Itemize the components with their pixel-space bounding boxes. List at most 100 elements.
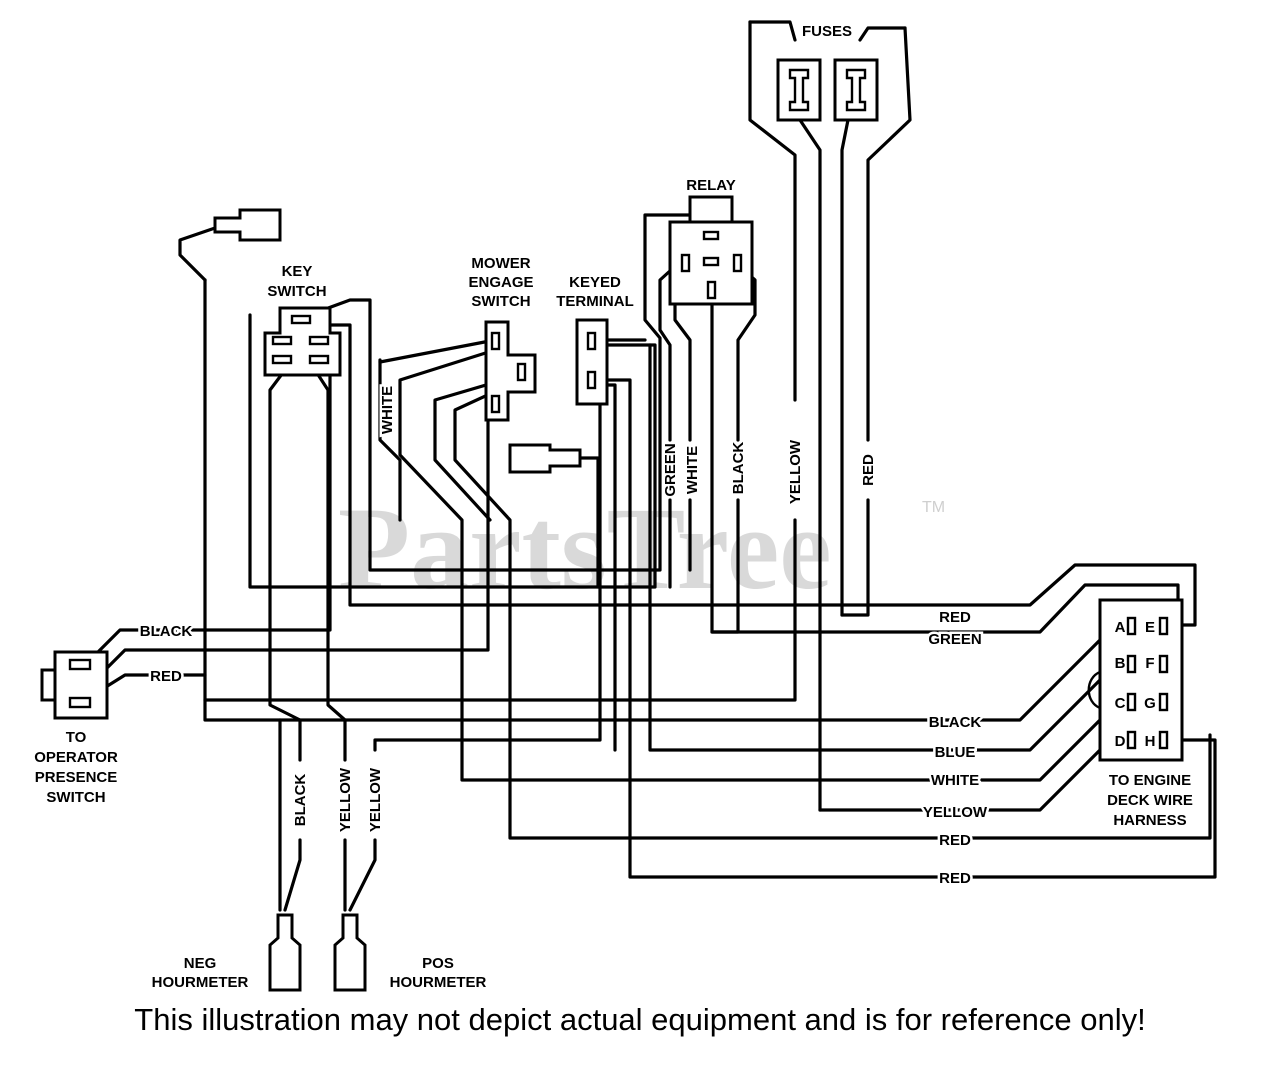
ops-label-2: OPERATOR bbox=[34, 749, 118, 766]
fuses: FUSES bbox=[776, 23, 879, 122]
mower-pin-1 bbox=[490, 331, 501, 351]
neg-hourmeter-label-1: NEG bbox=[184, 955, 217, 972]
key-pin-1 bbox=[290, 314, 312, 325]
harness-label-2: DECK WIRE bbox=[1107, 792, 1193, 809]
harness-key-notch bbox=[1087, 670, 1101, 710]
ops-label-4: SWITCH bbox=[46, 789, 105, 806]
pin-f: F bbox=[1145, 655, 1154, 672]
pin-b: B bbox=[1115, 655, 1126, 672]
key-switch: KEY SWITCH bbox=[263, 263, 342, 377]
spade-connector-mid bbox=[508, 443, 582, 474]
pin-e-socket bbox=[1158, 616, 1169, 636]
relay-pin-right bbox=[732, 253, 743, 273]
spade-connector-top bbox=[213, 208, 282, 242]
relay-label: RELAY bbox=[686, 177, 735, 194]
harness-label-3: HARNESS bbox=[1113, 812, 1186, 829]
harness-label-1: TO ENGINE bbox=[1109, 772, 1191, 789]
pin-b-socket bbox=[1126, 654, 1137, 674]
wire-hm-yellow2-low bbox=[348, 838, 377, 912]
pin-h-socket bbox=[1158, 730, 1169, 750]
label-white-relay: WHITE bbox=[684, 446, 701, 494]
fuse-right-icon bbox=[845, 68, 867, 112]
wire-mower-4 bbox=[453, 378, 1212, 840]
keyed-terminal: KEYED TERMINAL bbox=[556, 274, 634, 406]
pos-hourmeter: POS HOURMETER bbox=[333, 913, 486, 992]
key-pin-3 bbox=[308, 335, 330, 346]
wire-red-fuse bbox=[840, 498, 870, 617]
wire-ops-top bbox=[178, 226, 217, 282]
relay-pin-bottom bbox=[706, 280, 717, 300]
ops-pin-1 bbox=[68, 658, 92, 671]
wire-relay-green bbox=[658, 258, 684, 442]
pin-h: H bbox=[1145, 733, 1156, 750]
watermark: PartsTree TM bbox=[338, 483, 945, 614]
mower-label-2: ENGAGE bbox=[468, 274, 533, 291]
wire-mower-3 bbox=[433, 373, 522, 522]
keyed-terminal-body bbox=[575, 318, 609, 406]
label-h-black: BLACK bbox=[929, 714, 982, 731]
fuse-funnel-left bbox=[748, 20, 797, 402]
wire-hm-yellow2 bbox=[373, 383, 602, 752]
mower-pin-2 bbox=[516, 362, 527, 382]
watermark-tm: TM bbox=[922, 499, 945, 516]
mower-label-1: MOWER bbox=[471, 255, 530, 272]
neg-hourmeter-connector bbox=[268, 913, 302, 992]
wire-keyswitch-left bbox=[248, 313, 657, 589]
mower-label-3: SWITCH bbox=[471, 293, 530, 310]
wire-ops-mid bbox=[103, 388, 490, 672]
key-switch-label-1: KEY bbox=[282, 263, 313, 280]
wire-keyswitch-top bbox=[288, 213, 697, 572]
label-h-blue: BLUE bbox=[935, 744, 976, 761]
wire-mower-1 bbox=[378, 338, 497, 364]
ops-connector-tab bbox=[40, 668, 57, 702]
pin-d-socket bbox=[1126, 730, 1137, 750]
wire-ops-black bbox=[83, 368, 332, 667]
ops-label-1: TO bbox=[66, 729, 87, 746]
fuse-funnel-top-right bbox=[858, 26, 907, 42]
relay-pin-left bbox=[680, 253, 691, 273]
fuse-left-icon bbox=[788, 68, 810, 112]
key-pin-5 bbox=[308, 354, 330, 365]
label-black-relay: BLACK bbox=[730, 442, 747, 495]
label-ops-red: RED bbox=[150, 668, 182, 685]
key-pin-2 bbox=[271, 335, 293, 346]
fuse-wire-inner-left bbox=[798, 118, 822, 812]
label-hm-yellow-1: YELLOW bbox=[337, 767, 354, 832]
wire-hm-yellow bbox=[313, 368, 347, 762]
neg-hourmeter-label-2: HOURMETER bbox=[152, 974, 249, 991]
label-h-red-3: RED bbox=[939, 870, 971, 887]
keyed-pin-2 bbox=[586, 370, 597, 390]
wire-blue bbox=[648, 343, 1102, 752]
label-hm-yellow-2: YELLOW bbox=[367, 767, 384, 832]
keyed-label-1: KEYED bbox=[569, 274, 621, 291]
pin-a: A bbox=[1115, 619, 1126, 636]
engine-deck-harness: A B C D E F G H TO ENGINE DECK WIRE HARN… bbox=[1087, 598, 1193, 829]
label-h-green: GREEN bbox=[928, 631, 981, 648]
label-red-fuse: RED bbox=[860, 454, 877, 486]
wire-mower-2 bbox=[398, 348, 1102, 782]
fuse-wire-inner-right bbox=[840, 118, 850, 617]
wire-yellow-fuse bbox=[203, 278, 797, 702]
wire-hm-black bbox=[268, 368, 302, 762]
wire-black-harness bbox=[203, 638, 1102, 722]
spade-top-body bbox=[213, 208, 282, 242]
label-white-key: WHITE bbox=[379, 386, 396, 434]
neg-hourmeter: NEG HOURMETER bbox=[152, 913, 302, 992]
fuse-funnel-top-left bbox=[748, 20, 797, 42]
wire-hm-black-low bbox=[283, 838, 302, 912]
label-hm-black: BLACK bbox=[292, 774, 309, 827]
relay-pin-top bbox=[702, 230, 720, 241]
wire-plug-left bbox=[578, 456, 600, 589]
keyed-label-2: TERMINAL bbox=[556, 293, 634, 310]
ops-label-3: PRESENCE bbox=[35, 769, 118, 786]
label-ops-black: BLACK bbox=[140, 623, 193, 640]
pin-c-socket bbox=[1126, 692, 1137, 712]
label-h-white: WHITE bbox=[931, 772, 979, 789]
pin-a-socket bbox=[1126, 616, 1137, 636]
pin-g: G bbox=[1144, 695, 1156, 712]
wire-green-harness bbox=[710, 583, 1180, 634]
disclaimer: This illustration may not depict actual … bbox=[134, 1002, 1145, 1037]
fuses-label: FUSES bbox=[802, 23, 852, 40]
mower-engage-switch: MOWER ENGAGE SWITCH bbox=[468, 255, 537, 422]
